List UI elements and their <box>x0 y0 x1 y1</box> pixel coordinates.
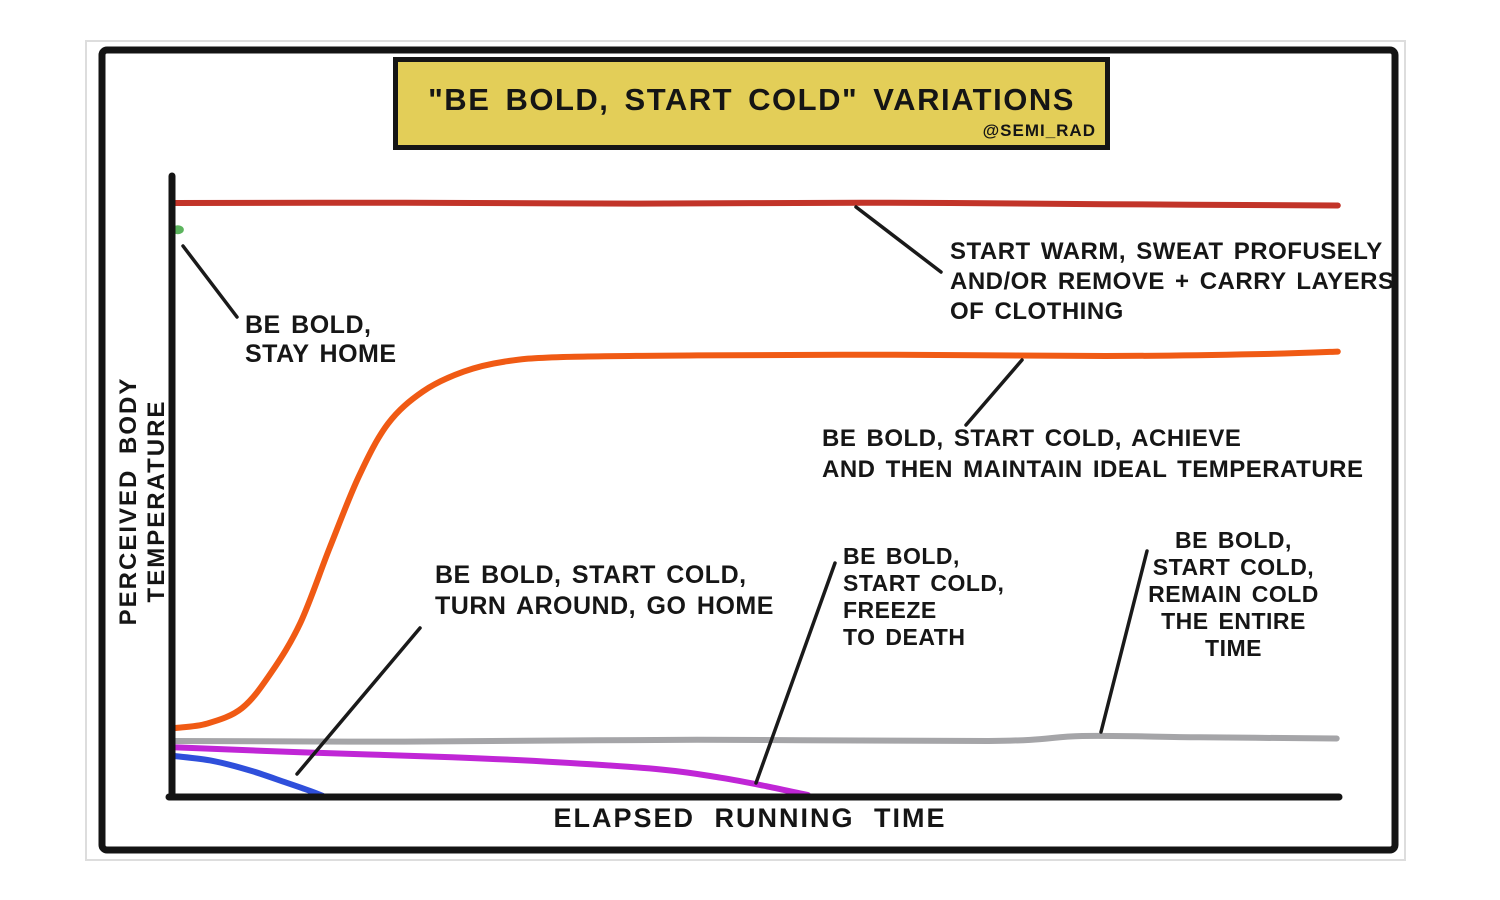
annotation-remain-cold: BE BOLD, START COLD, REMAIN COLD THE ENT… <box>1148 527 1319 661</box>
curve-series-0 <box>172 199 1341 209</box>
annotation-stay-home: BE BOLD, STAY HOME <box>245 311 397 368</box>
chart-frame <box>98 46 1399 854</box>
annotation-start-warm: START WARM, SWEAT PROFUSELY AND/OR REMOV… <box>950 238 1395 325</box>
curve-series-4 <box>170 744 811 799</box>
leader-line-freeze <box>754 561 837 785</box>
curve-series-5 <box>171 732 1340 745</box>
x-axis-label: ELAPSED RUNNING TIME <box>553 803 947 833</box>
curve-series-2 <box>172 348 1341 731</box>
title-box: "BE BOLD, START COLD" VARIATIONS @SEMI_R… <box>393 57 1110 150</box>
leader-line-turn-around <box>295 626 422 776</box>
attribution: @SEMI_RAD <box>982 121 1096 140</box>
annotation-freeze: BE BOLD, START COLD, FREEZE TO DEATH <box>843 543 1005 650</box>
curve-series-3 <box>170 752 326 799</box>
chart-title: "BE BOLD, START COLD" VARIATIONS <box>428 81 1075 117</box>
annotation-achieve-maintain: BE BOLD, START COLD, ACHIEVE AND THEN MA… <box>822 425 1364 483</box>
leader-line-achieve <box>964 358 1024 427</box>
leader-line-remain-cold <box>1099 549 1149 734</box>
y-axis-label: PERCEIVED BODY TEMPERATURE <box>115 376 170 626</box>
annotation-turn-around: BE BOLD, START COLD, TURN AROUND, GO HOM… <box>435 561 774 620</box>
curves-layer <box>170 199 1341 799</box>
leader-line-start-warm <box>854 205 943 274</box>
leader-line-stay-home <box>181 244 239 319</box>
